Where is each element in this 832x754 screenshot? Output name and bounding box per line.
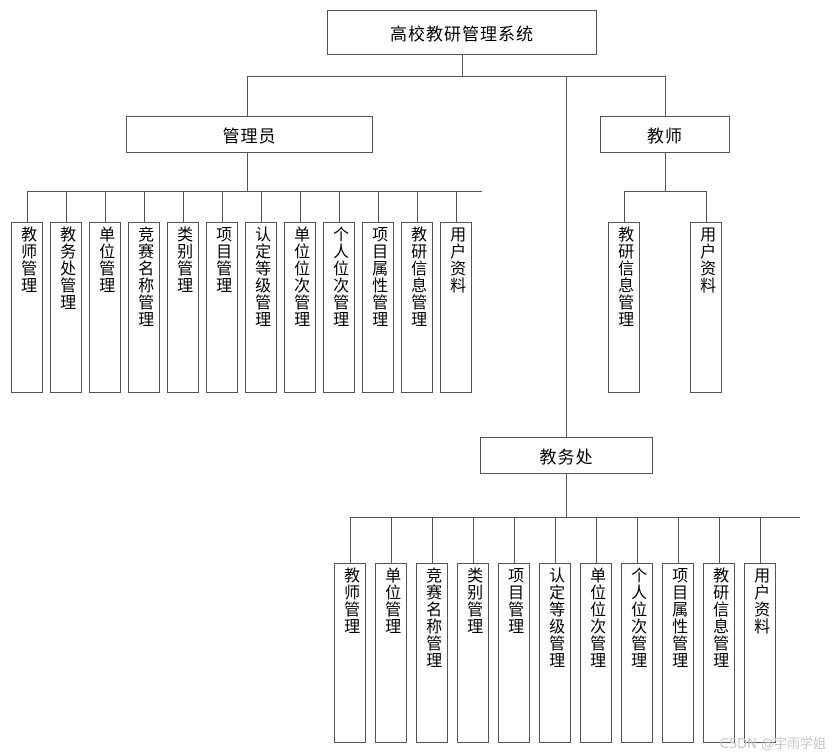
connector-teacher-child-drop [706, 191, 707, 222]
node-affairs-child-label: 教研信息管理 [710, 567, 730, 669]
connector-admin-child-drop [339, 191, 340, 222]
connector-to-academic-affairs-trunk [566, 76, 567, 437]
connector-teacher-stem [665, 153, 666, 191]
node-affairs-child[interactable]: 项目属性管理 [662, 563, 694, 743]
node-affairs-child-label: 项目管理 [505, 567, 525, 635]
connector-affairs-child-drop [678, 517, 679, 563]
node-affairs-child[interactable]: 用户资料 [744, 563, 776, 743]
connector-admin-child-drop [378, 191, 379, 222]
connector-level2-bus [247, 76, 666, 77]
node-affairs-child[interactable]: 教师管理 [334, 563, 366, 743]
node-admin-child[interactable]: 用户资料 [440, 222, 472, 393]
node-admin-child[interactable]: 项目管理 [206, 222, 238, 393]
node-affairs-child[interactable]: 认定等级管理 [539, 563, 571, 743]
node-affairs-child[interactable]: 单位管理 [375, 563, 407, 743]
connector-affairs-child-drop [473, 517, 474, 563]
node-admin-child-label: 项目属性管理 [369, 226, 389, 328]
node-admin-child-label: 教务处管理 [57, 226, 77, 311]
node-affairs-child-label: 项目属性管理 [669, 567, 689, 669]
node-admin-child[interactable]: 竞赛名称管理 [128, 222, 160, 393]
node-affairs-child-label: 竞赛名称管理 [423, 567, 443, 669]
connector-affairs-child-drop [760, 517, 761, 563]
node-admin-child-label: 类别管理 [174, 226, 194, 294]
node-admin-child-label: 单位位次管理 [291, 226, 311, 328]
node-teacher-child-label: 用户资料 [697, 226, 717, 294]
node-root-system-label: 高校教研管理系统 [390, 25, 534, 45]
node-admin-child-label: 个人位次管理 [330, 226, 350, 328]
connector-admin-bus [27, 191, 482, 192]
node-affairs-child[interactable]: 个人位次管理 [621, 563, 653, 743]
node-affairs-child[interactable]: 单位位次管理 [580, 563, 612, 743]
connector-admin-child-drop [456, 191, 457, 222]
node-academic-affairs[interactable]: 教务处 [480, 437, 653, 474]
connector-affairs-child-drop [719, 517, 720, 563]
node-affairs-child[interactable]: 类别管理 [457, 563, 489, 743]
connector-admin-child-drop [222, 191, 223, 222]
node-administrator[interactable]: 管理员 [126, 116, 373, 153]
node-affairs-child[interactable]: 项目管理 [498, 563, 530, 743]
connector-affairs-child-drop [391, 517, 392, 563]
node-admin-child-label: 竞赛名称管理 [135, 226, 155, 328]
connector-root-stem [462, 55, 463, 76]
node-admin-child[interactable]: 类别管理 [167, 222, 199, 393]
connector-admin-child-drop [66, 191, 67, 222]
connector-to-admin [247, 76, 248, 116]
connector-admin-child-drop [27, 191, 28, 222]
node-admin-child[interactable]: 教务处管理 [50, 222, 82, 393]
node-admin-child[interactable]: 个人位次管理 [323, 222, 355, 393]
node-teacher-child-label: 教研信息管理 [615, 226, 635, 328]
connector-admin-child-drop [300, 191, 301, 222]
connector-affairs-child-drop [555, 517, 556, 563]
connector-teacher-child-drop [624, 191, 625, 222]
connector-admin-child-drop [144, 191, 145, 222]
node-admin-child-label: 认定等级管理 [252, 226, 272, 328]
connector-admin-child-drop [417, 191, 418, 222]
connector-admin-child-drop [105, 191, 106, 222]
connector-admin-child-drop [183, 191, 184, 222]
node-academic-affairs-label: 教务处 [539, 448, 594, 468]
connector-affairs-child-drop [596, 517, 597, 563]
node-affairs-child-label: 单位管理 [382, 567, 402, 635]
connector-affairs-bus [350, 517, 800, 518]
node-admin-child-label: 教研信息管理 [408, 226, 428, 328]
node-admin-child[interactable]: 教师管理 [11, 222, 43, 393]
node-affairs-child[interactable]: 教研信息管理 [703, 563, 735, 743]
connector-teacher-bus [624, 191, 706, 192]
node-affairs-child[interactable]: 竞赛名称管理 [416, 563, 448, 743]
node-affairs-child-label: 单位位次管理 [587, 567, 607, 669]
connector-admin-child-drop [261, 191, 262, 222]
node-admin-child[interactable]: 单位管理 [89, 222, 121, 393]
node-affairs-child-label: 用户资料 [751, 567, 771, 635]
node-teacher-child[interactable]: 教研信息管理 [608, 222, 640, 393]
node-administrator-label: 管理员 [222, 127, 277, 147]
connector-affairs-child-drop [514, 517, 515, 563]
node-teacher-child[interactable]: 用户资料 [690, 222, 722, 393]
node-admin-child-label: 用户资料 [447, 226, 467, 294]
node-affairs-child-label: 类别管理 [464, 567, 484, 635]
node-affairs-child-label: 教师管理 [341, 567, 361, 635]
node-admin-child[interactable]: 单位位次管理 [284, 222, 316, 393]
node-affairs-child-label: 认定等级管理 [546, 567, 566, 669]
node-teacher[interactable]: 教师 [600, 116, 730, 153]
node-admin-child-label: 单位管理 [96, 226, 116, 294]
node-root-system[interactable]: 高校教研管理系统 [327, 10, 597, 55]
node-affairs-child-label: 个人位次管理 [628, 567, 648, 669]
connector-affairs-stem [566, 474, 567, 517]
node-teacher-label: 教师 [647, 127, 683, 147]
connector-affairs-child-drop [432, 517, 433, 563]
connector-affairs-child-drop [350, 517, 351, 563]
node-admin-child[interactable]: 项目属性管理 [362, 222, 394, 393]
connector-admin-stem [247, 153, 248, 191]
node-admin-child[interactable]: 认定等级管理 [245, 222, 277, 393]
node-admin-child-label: 教师管理 [18, 226, 38, 294]
node-admin-child-label: 项目管理 [213, 226, 233, 294]
connector-right-trunk [665, 76, 666, 116]
node-admin-child[interactable]: 教研信息管理 [401, 222, 433, 393]
connector-affairs-child-drop [637, 517, 638, 563]
